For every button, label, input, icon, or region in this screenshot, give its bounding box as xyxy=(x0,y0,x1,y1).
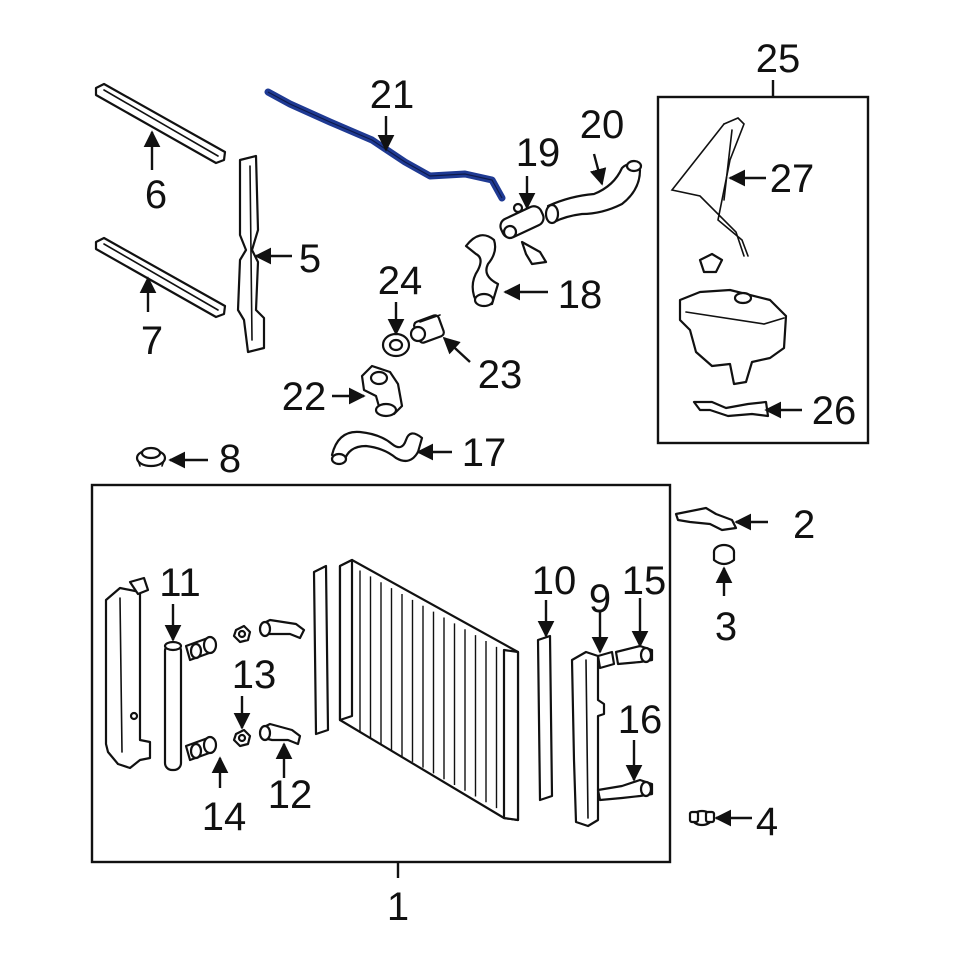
part-16-connector[interactable] xyxy=(596,778,654,802)
callout-27[interactable]: 27 xyxy=(770,157,815,201)
part-5-baffle[interactable] xyxy=(236,154,266,354)
part-9-fitting[interactable] xyxy=(596,650,616,670)
radiator-left-tank[interactable] xyxy=(104,576,152,770)
part-27-bracket[interactable] xyxy=(670,117,749,257)
leader-20 xyxy=(589,153,607,186)
callout-5[interactable]: 5 xyxy=(299,237,321,281)
callout-19[interactable]: 19 xyxy=(516,131,561,175)
part-21-hose-outline xyxy=(267,91,503,199)
part-19-fitting[interactable] xyxy=(498,202,548,266)
callout-4[interactable]: 4 xyxy=(756,800,778,844)
part-3-cushion[interactable] xyxy=(712,543,736,566)
callout-15[interactable]: 15 xyxy=(622,559,667,603)
part-20-hose[interactable] xyxy=(544,159,643,225)
callout-13[interactable]: 13 xyxy=(232,653,277,697)
part-10-seal[interactable] xyxy=(536,634,554,802)
leader-23 xyxy=(442,336,471,363)
radiator-core-seal-left[interactable] xyxy=(312,564,330,736)
part-13-lower-nut[interactable] xyxy=(232,728,252,748)
callout-17[interactable]: 17 xyxy=(462,431,507,475)
callout-10[interactable]: 10 xyxy=(532,559,577,603)
part-11-oil-cooler[interactable] xyxy=(163,640,183,772)
callout-11[interactable]: 11 xyxy=(159,561,201,605)
callout-12[interactable]: 12 xyxy=(268,773,313,817)
part-15-connector[interactable] xyxy=(614,644,654,666)
radiator-core-fins xyxy=(359,570,498,809)
callout-9[interactable]: 9 xyxy=(589,577,611,621)
callout-22[interactable]: 22 xyxy=(282,375,327,419)
callout-1[interactable]: 1 xyxy=(387,885,409,929)
callout-21[interactable]: 21 xyxy=(370,73,415,117)
callout-8[interactable]: 8 xyxy=(219,437,241,481)
part-23-thermostat[interactable] xyxy=(409,314,445,344)
callout-14[interactable]: 14 xyxy=(202,795,247,839)
radiator-core[interactable] xyxy=(338,558,520,822)
callout-20[interactable]: 20 xyxy=(580,103,625,147)
part-14-upper-fitting[interactable] xyxy=(184,635,218,662)
callout-6[interactable]: 6 xyxy=(145,173,167,217)
callout-2[interactable]: 2 xyxy=(793,503,815,547)
part-24-gasket[interactable] xyxy=(381,332,411,358)
part-25-reservoir-tank[interactable] xyxy=(678,288,788,386)
part-12-upper-pipe[interactable] xyxy=(258,618,306,640)
part-17-hose[interactable] xyxy=(330,430,424,466)
part-22-housing[interactable] xyxy=(360,364,404,418)
part-4-clip[interactable] xyxy=(688,809,716,827)
part-26-bracket[interactable] xyxy=(692,400,770,418)
callout-25[interactable]: 25 xyxy=(756,37,801,81)
part-12-lower-pipe[interactable] xyxy=(258,722,302,746)
reservoir-assembly-box xyxy=(656,95,870,445)
part-13-upper-nut[interactable] xyxy=(232,624,252,644)
part-18-hose[interactable] xyxy=(464,234,500,308)
part-25-clip[interactable] xyxy=(698,252,724,274)
part-7-seal[interactable] xyxy=(94,236,227,319)
part-6-seal[interactable] xyxy=(94,82,227,165)
callout-16[interactable]: 16 xyxy=(618,698,663,742)
radiator-assembly-box xyxy=(90,483,672,864)
callout-3[interactable]: 3 xyxy=(715,605,737,649)
callout-7[interactable]: 7 xyxy=(141,319,163,363)
radiator-right-tank[interactable] xyxy=(570,650,606,828)
callout-26[interactable]: 26 xyxy=(812,389,857,433)
part-8-clip[interactable] xyxy=(135,446,167,468)
callout-23[interactable]: 23 xyxy=(478,353,523,397)
callout-18[interactable]: 18 xyxy=(558,273,603,317)
part-14-lower-fitting[interactable] xyxy=(184,735,218,762)
part-2-bracket[interactable] xyxy=(674,506,738,532)
callout-24[interactable]: 24 xyxy=(378,259,423,303)
